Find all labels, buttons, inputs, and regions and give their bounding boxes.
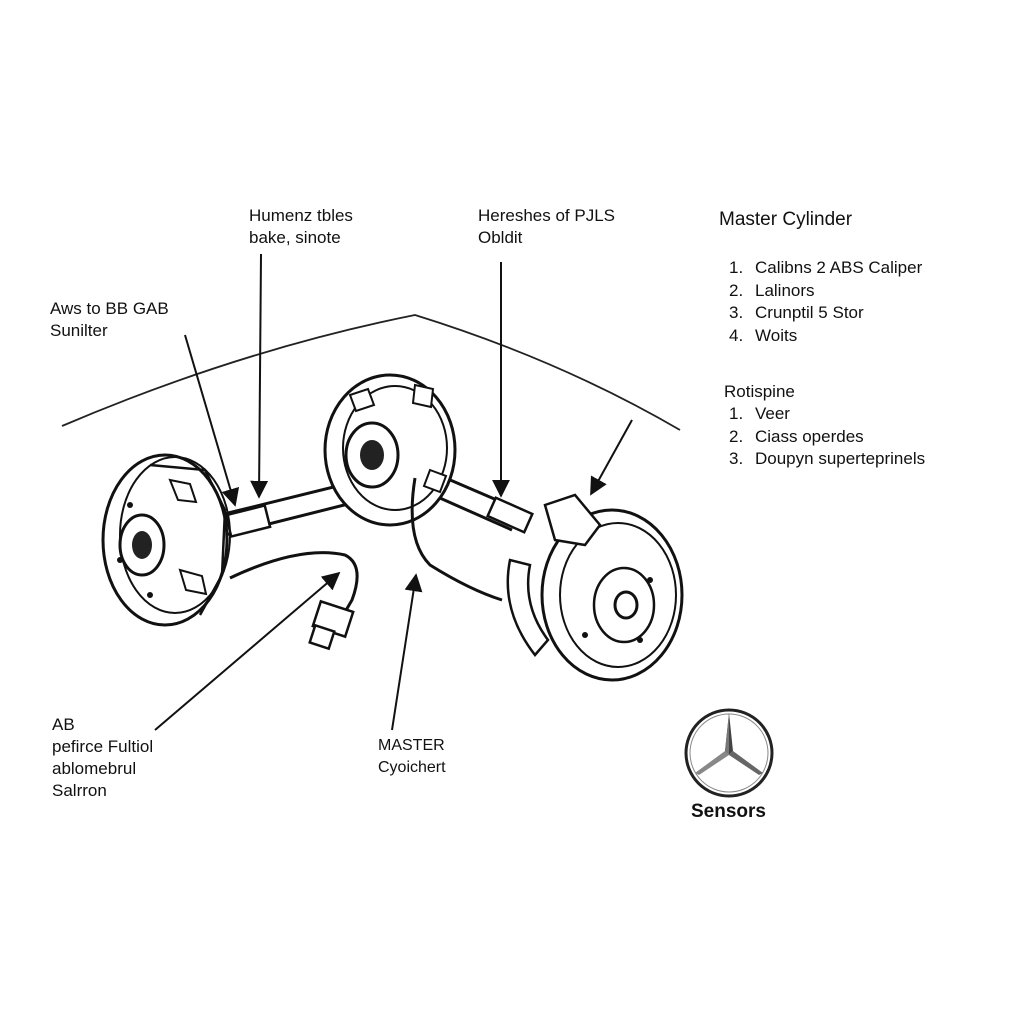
legend-master-title: Master Cylinder <box>719 209 853 230</box>
callout-top-left: Aws to BB GAB Sunilter <box>50 298 169 342</box>
callout-line: pefirce Fultiol <box>52 737 154 756</box>
callout-line: Aws to BB GAB <box>50 299 169 318</box>
list-item: 4.Woits <box>729 325 798 345</box>
list-item: 2.Lalinors <box>729 280 815 300</box>
callout-bottom-mid: MASTER Cyoichert <box>378 735 446 779</box>
callout-line: Salrron <box>52 781 107 800</box>
right-brake-assembly <box>506 493 684 682</box>
legend-master-list: 1.Calibns 2 ABS Caliper 2.Lalinors 3.Cru… <box>729 257 922 347</box>
logo-caption: Sensors <box>691 801 766 822</box>
callout-top-mid: Humenz tbles bake, sinote <box>249 205 353 249</box>
callout-line: MASTER <box>378 737 445 754</box>
callout-bottom-left: AB pefirce Fultiol ablomebrul Salrron <box>52 714 153 802</box>
list-item: 3.Doupyn superteprinels <box>729 449 926 468</box>
chassis-outline <box>61 314 681 431</box>
callout-line: Obldit <box>478 228 523 247</box>
callout-top-right: Hereshes of PJLS Obldit <box>478 205 615 249</box>
callout-line: Humenz tbles <box>249 206 353 225</box>
three-pointed-star-icon <box>684 708 774 798</box>
callout-line: Hereshes of PJLS <box>478 206 616 225</box>
legend-rot-title: Rotispine <box>724 382 795 401</box>
list-item: 1.Veer <box>729 404 790 423</box>
callout-line: ablomebrul <box>52 759 137 778</box>
list-item: 3.Crunptil 5 Stor <box>729 303 864 322</box>
legend-rot-list: 1.Veer 2.Ciass operdes 3.Doupyn supertep… <box>729 403 925 471</box>
center-rotor-assembly <box>323 373 457 527</box>
callout-line: Sunilter <box>50 321 108 340</box>
callout-line: bake, sinote <box>249 228 341 247</box>
callout-line: Cyoichert <box>378 759 446 776</box>
axle-shaft <box>219 453 534 539</box>
callout-line: AB <box>52 715 75 734</box>
list-item: 1.Calibns 2 ABS Caliper <box>729 258 923 277</box>
left-brake-assembly <box>101 453 231 627</box>
callout-arrows <box>154 253 633 731</box>
list-item: 2.Ciass operdes <box>729 426 864 446</box>
sensor-wiring <box>229 477 503 651</box>
